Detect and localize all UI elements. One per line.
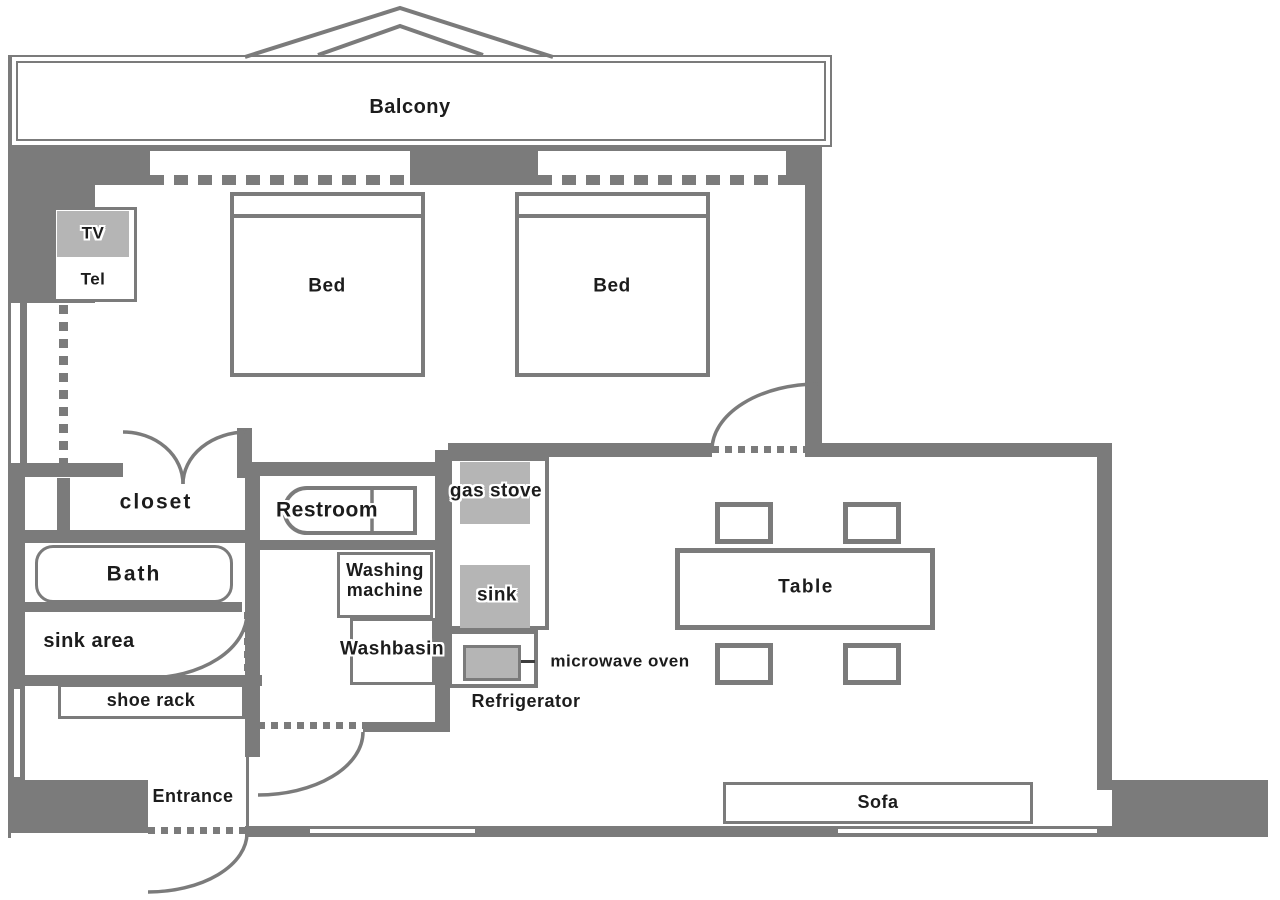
wall-restroom-bottom bbox=[252, 540, 448, 550]
restroom-label: Restroom bbox=[275, 498, 379, 522]
closet-divider bbox=[57, 478, 70, 530]
entrance-door-arc bbox=[147, 832, 249, 894]
wall-closet-bottom bbox=[8, 530, 252, 543]
left-outer-wall-line bbox=[8, 55, 11, 838]
gas-stove-unit bbox=[460, 462, 530, 524]
bottom-window-slit-2 bbox=[838, 829, 1097, 833]
washing-machine-label: Washing machine bbox=[346, 560, 424, 601]
wall-bottom-left-block bbox=[10, 780, 148, 833]
sink-area-door-arc bbox=[146, 612, 249, 680]
table-label: Table bbox=[778, 576, 834, 598]
gas-stove-label: gas stove bbox=[449, 480, 543, 502]
wall-corner-block bbox=[1112, 780, 1268, 833]
balcony bbox=[10, 55, 832, 147]
microwave-label: microwave oven bbox=[550, 651, 690, 671]
bedroom-window-1 bbox=[150, 175, 407, 185]
wall-hall-step bbox=[363, 722, 450, 732]
bed-1-headboard bbox=[234, 214, 421, 218]
chair-top-right bbox=[843, 502, 901, 544]
wall-sink-area-bottom bbox=[8, 675, 262, 686]
toilet-bowl bbox=[282, 486, 417, 535]
roof-gable-outer bbox=[244, 5, 554, 59]
tel-label: Tel bbox=[80, 269, 106, 289]
bottom-window-slit-1 bbox=[310, 829, 475, 833]
bedroom-window-2 bbox=[538, 175, 786, 185]
kitchen-sink-unit bbox=[460, 565, 530, 628]
wall-restroom-top bbox=[252, 462, 448, 476]
bed-1 bbox=[230, 192, 425, 377]
tv-unit bbox=[57, 211, 129, 257]
wall-closet-top bbox=[8, 463, 123, 477]
bath-label: Bath bbox=[106, 562, 162, 586]
wall-north-mid-block bbox=[410, 147, 538, 185]
balcony-inner-rail bbox=[16, 61, 826, 141]
shoe-rack-label: shoe rack bbox=[106, 690, 196, 711]
washing-machine-box bbox=[337, 552, 433, 618]
tv-cable-line bbox=[59, 305, 68, 465]
sofa bbox=[723, 782, 1033, 824]
washbasin-box bbox=[350, 618, 435, 685]
left-wall-window-slit bbox=[14, 689, 20, 777]
wall-bottom bbox=[245, 826, 1268, 837]
hall-living-door-opening bbox=[258, 722, 363, 729]
wall-living-top-right bbox=[822, 443, 1112, 457]
chair-bottom-left bbox=[715, 643, 773, 685]
bed-2 bbox=[515, 192, 710, 377]
washing-machine-label-line1: Washing bbox=[346, 560, 424, 581]
bedroom-living-door-arc bbox=[710, 382, 819, 451]
shoe-rack-box bbox=[58, 684, 245, 719]
tv-label: TV bbox=[81, 223, 105, 243]
microwave-callout-line bbox=[521, 660, 535, 663]
roof-gable-inner bbox=[317, 23, 484, 57]
closet-door-arc-left bbox=[122, 430, 185, 485]
microwave-unit bbox=[463, 645, 521, 681]
wall-bedroom-right bbox=[805, 147, 822, 457]
washing-machine-label-line2: machine bbox=[346, 580, 424, 600]
wall-left-mid bbox=[11, 463, 25, 685]
bathtub bbox=[35, 545, 233, 603]
entrance-door-leaf bbox=[246, 757, 249, 826]
wall-left-inner-line bbox=[20, 303, 27, 463]
closet-door-arc-right bbox=[181, 430, 248, 485]
entrance-door-opening bbox=[148, 827, 247, 834]
tv-tel-stand bbox=[53, 207, 137, 302]
bedroom-living-door-opening bbox=[712, 446, 805, 453]
wall-bath-bottom bbox=[8, 602, 242, 612]
hall-living-door-arc bbox=[257, 731, 365, 797]
refrigerator-label: Refrigerator bbox=[471, 691, 581, 712]
wall-living-right bbox=[1097, 443, 1112, 790]
bed-1-label: Bed bbox=[308, 275, 346, 297]
washbasin-label: Washbasin bbox=[339, 638, 445, 660]
entrance-label: Entrance bbox=[152, 786, 234, 807]
sink-area-door-opening bbox=[244, 612, 249, 680]
kitchen-sink-label: sink bbox=[476, 584, 518, 606]
wall-hall-right bbox=[435, 450, 450, 722]
closet-label: closet bbox=[119, 490, 193, 514]
chair-top-left bbox=[715, 502, 773, 544]
wall-living-top-left bbox=[448, 443, 712, 457]
dining-table bbox=[675, 548, 935, 630]
bed-2-label: Bed bbox=[593, 275, 631, 297]
closet-door-jamb bbox=[237, 428, 252, 478]
sink-area-label: sink area bbox=[43, 630, 135, 652]
balcony-label: Balcony bbox=[369, 96, 451, 118]
chair-bottom-right bbox=[843, 643, 901, 685]
sofa-label: Sofa bbox=[857, 792, 899, 813]
bed-2-headboard bbox=[519, 214, 706, 218]
